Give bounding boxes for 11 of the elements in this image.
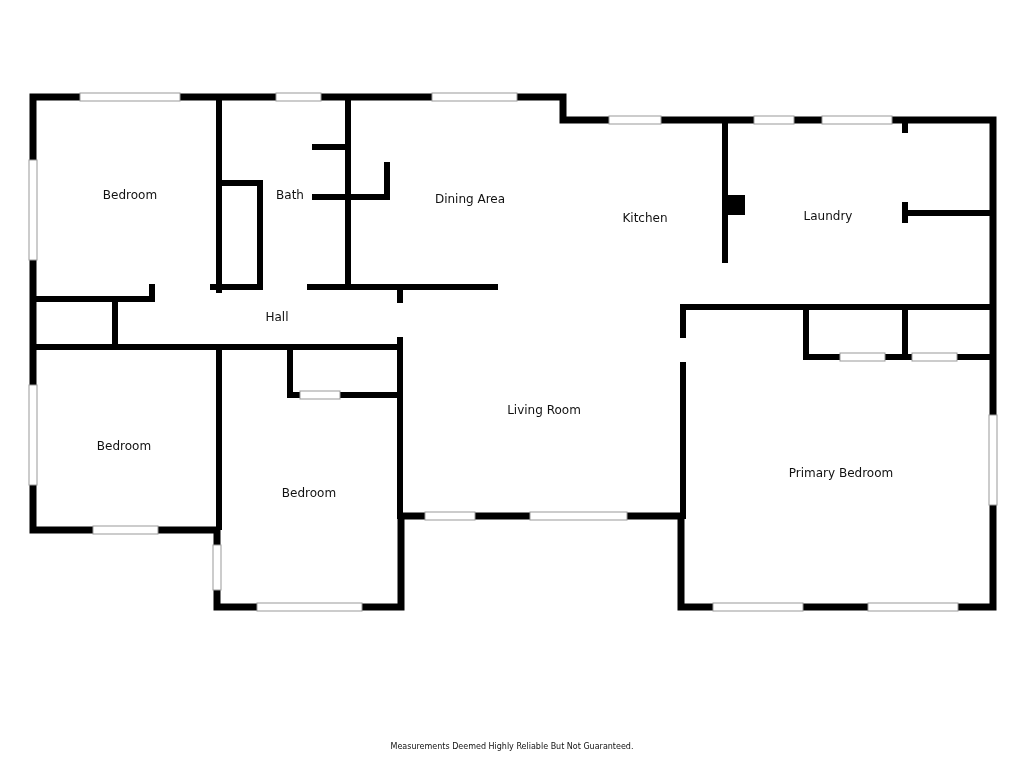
room-label: Bath [276,188,304,202]
room-label: Hall [265,310,289,324]
room-label: Bedroom [102,188,158,202]
room-label: Living Room [507,403,581,417]
room-label: Primary Bedroom [788,466,894,480]
room-label: Bedroom [281,486,337,500]
disclaimer-note: Measurements Deemed Highly Reliable But Not Guaranteed. [390,742,634,751]
room-label: Dining Area [434,192,506,206]
room-label: Bedroom [96,439,152,453]
room-label: Kitchen [622,211,668,225]
room-label: Laundry [803,209,853,223]
